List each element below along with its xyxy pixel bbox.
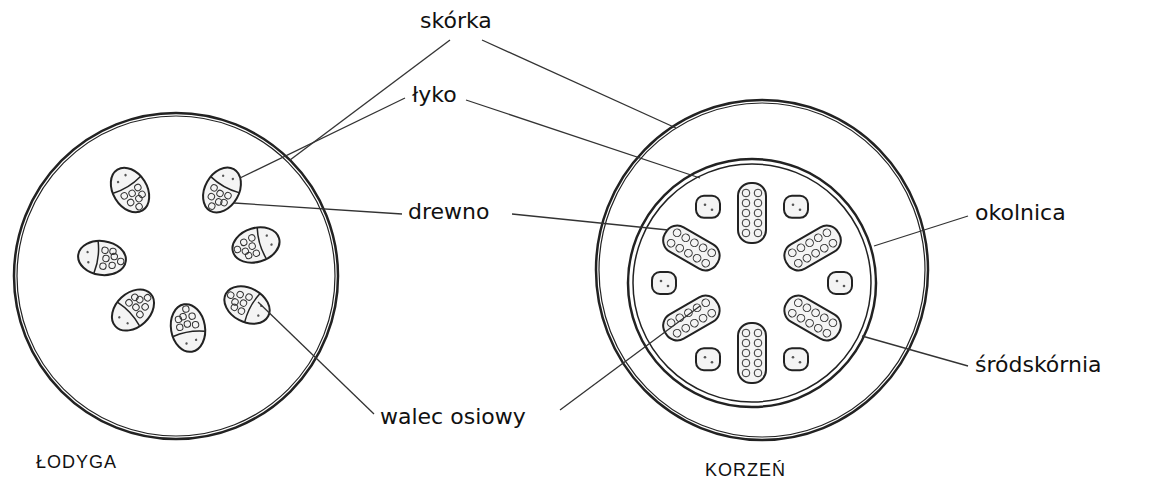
leader-line [258,302,374,414]
stem-outline [14,113,338,439]
root-epidermis [599,103,925,437]
vascular-bundle [218,279,276,332]
figure-caption: ŁODYGA [36,452,117,474]
part-label: skórka [420,8,492,34]
leader-line [466,100,700,178]
leader-line [560,306,700,410]
vascular-bundle [104,281,162,339]
phloem-strand [652,272,676,294]
xylem-strand [780,291,846,345]
part-label: okolnica [975,200,1066,226]
phloem-strand [784,348,808,370]
phloem-strand [784,196,808,218]
vascular-bundle [167,302,208,355]
endodermis-ring [628,159,876,407]
vascular-bundle [103,161,157,220]
leader-line [874,216,968,246]
phloem-strand [696,348,720,370]
vascular-bundle [228,222,284,268]
phloem-strand [828,272,852,294]
xylem-strand [738,183,766,243]
phloem-strand [696,196,720,218]
vascular-bundle [76,238,128,278]
pericycle-ring [633,164,871,402]
xylem-strand [780,221,846,275]
leader-line [512,214,668,230]
part-label: łyko [412,82,457,108]
xylem-strand [658,221,724,275]
figure-caption: KORZEŃ [705,460,786,482]
xylem-strand [658,291,724,345]
stem-epidermis [17,116,335,436]
leader-line [862,336,968,366]
part-label: walec osiowy [380,404,526,430]
leader-line [240,98,405,178]
root-outline [596,100,928,440]
xylem-strand [738,323,766,383]
leader-line [234,203,402,214]
part-label: drewno [408,199,489,225]
part-label: śródskórnia [975,352,1102,378]
vascular-bundle [195,161,248,220]
